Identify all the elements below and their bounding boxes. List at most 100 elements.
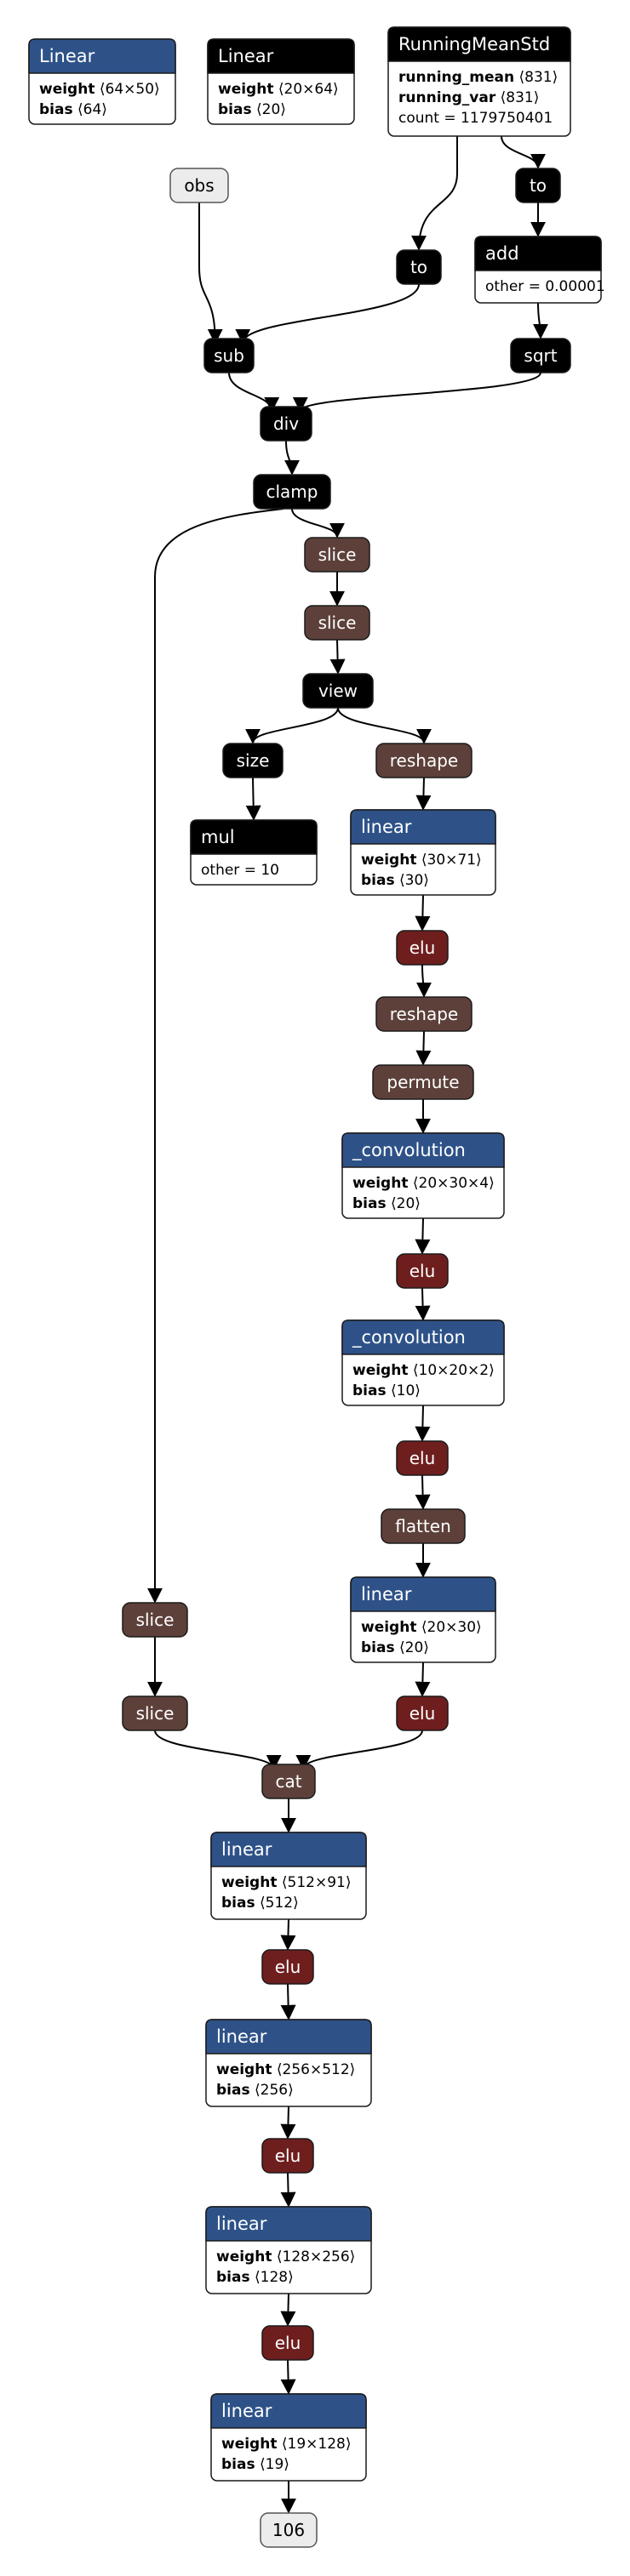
n-sub-node[interactable]: sub bbox=[203, 338, 255, 373]
node-shape bbox=[510, 338, 571, 373]
n-slice1-node[interactable]: slice bbox=[304, 537, 370, 573]
edge-n-view-to-n-size bbox=[245, 707, 339, 744]
n-div-node[interactable]: div bbox=[260, 406, 312, 442]
module-title: linear bbox=[361, 817, 412, 837]
attr-value: ⟨128⟩ bbox=[255, 2269, 294, 2286]
attr-label: weight bbox=[216, 2248, 272, 2265]
module-attr-row: bias ⟨20⟩ bbox=[361, 1639, 429, 1656]
attr-value: ⟨256×512⟩ bbox=[277, 2061, 355, 2078]
n-to1-node[interactable]: to bbox=[396, 249, 442, 285]
n-flatten-node[interactable]: flatten bbox=[381, 1508, 466, 1544]
node-label: size bbox=[237, 750, 270, 771]
n-cat-node[interactable]: cat bbox=[261, 1764, 316, 1799]
n-elu5-node[interactable]: elu bbox=[261, 1949, 314, 1985]
module-header bbox=[210, 2393, 367, 2429]
n-out-node[interactable]: 106 bbox=[260, 2512, 318, 2548]
module-attr-row: bias ⟨20⟩ bbox=[218, 101, 286, 118]
node-shape bbox=[261, 2325, 314, 2361]
node-shape bbox=[302, 673, 374, 709]
n-size-node[interactable]: size bbox=[222, 743, 284, 778]
n-elu3-node[interactable]: elu bbox=[396, 1440, 449, 1476]
n-elu6-node[interactable]: elu bbox=[261, 2138, 314, 2174]
node-shape bbox=[375, 996, 472, 1032]
edge-m-l6-to-n-elu6 bbox=[280, 2106, 296, 2140]
attr-label: bias bbox=[216, 2082, 250, 2099]
n-slice2-node[interactable]: slice bbox=[304, 605, 370, 641]
n-slice3-node[interactable]: slice bbox=[122, 1602, 188, 1638]
attr-label: running_mean bbox=[398, 69, 514, 86]
n-elu2-node[interactable]: elu bbox=[396, 1253, 449, 1289]
attr-value: ⟨831⟩ bbox=[501, 89, 540, 106]
n-obs-node[interactable]: obs bbox=[169, 168, 229, 203]
node-label: reshape bbox=[390, 1004, 458, 1024]
module-attr-row: bias ⟨64⟩ bbox=[39, 101, 107, 118]
node-label: elu bbox=[410, 1448, 436, 1468]
n-sqrt-node[interactable]: sqrt bbox=[510, 338, 571, 373]
n-elu7-node[interactable]: elu bbox=[261, 2325, 314, 2361]
edge-n-clamp-to-n-slice3 bbox=[147, 508, 284, 1604]
attr-label: bias bbox=[361, 1639, 395, 1656]
n-view-node[interactable]: view bbox=[302, 673, 374, 709]
edge-n-elu3-to-n-flatten bbox=[415, 1474, 431, 1510]
node-label: elu bbox=[410, 1703, 436, 1724]
module-attr-row: bias ⟨128⟩ bbox=[216, 2269, 294, 2286]
node-shape bbox=[515, 168, 561, 203]
node-label: div bbox=[273, 413, 299, 434]
edge-n-sqrt-to-n-div bbox=[293, 372, 541, 413]
n-permute-node[interactable]: permute bbox=[372, 1064, 474, 1100]
node-label: elu bbox=[275, 1957, 301, 1977]
module-attr-row: bias ⟨256⟩ bbox=[216, 2082, 294, 2099]
node-label: slice bbox=[136, 1610, 175, 1630]
attr-label: weight bbox=[352, 1362, 408, 1379]
module-header bbox=[350, 1576, 496, 1612]
n-elu4-node[interactable]: elu bbox=[396, 1695, 449, 1731]
attr-label: weight bbox=[221, 2436, 277, 2453]
n-reshape2-node[interactable]: reshape bbox=[375, 996, 472, 1032]
n-elu1-node[interactable]: elu bbox=[396, 930, 449, 966]
n-to2-node[interactable]: to bbox=[515, 168, 561, 203]
attr-label: bias bbox=[218, 101, 252, 118]
attr-label: weight bbox=[216, 2061, 272, 2078]
edge-n-view-to-n-reshape1 bbox=[337, 707, 432, 744]
edge-n-elu1-to-n-reshape2 bbox=[415, 964, 432, 998]
node-shape bbox=[260, 2512, 318, 2548]
node-label: cat bbox=[275, 1771, 301, 1792]
node-shape bbox=[203, 338, 255, 373]
n-slice4-node[interactable]: slice bbox=[122, 1695, 188, 1731]
n-clamp-node[interactable]: clamp bbox=[253, 474, 331, 510]
attr-label: bias bbox=[39, 101, 73, 118]
module-header bbox=[207, 38, 355, 74]
edge-m-l5-to-n-elu5 bbox=[280, 1918, 296, 1951]
module-attr-row: running_mean ⟨831⟩ bbox=[398, 69, 558, 86]
attr-value: ⟨64⟩ bbox=[77, 101, 107, 118]
attr-value: ⟨128×256⟩ bbox=[277, 2248, 355, 2265]
module-attr-row: bias ⟨512⟩ bbox=[221, 1895, 299, 1912]
attr-value: ⟨20×30⟩ bbox=[421, 1619, 482, 1636]
edge-n-sub-to-n-div bbox=[228, 372, 280, 413]
node-shape bbox=[261, 1949, 314, 1985]
module-attr-row: bias ⟨30⟩ bbox=[361, 872, 429, 889]
edges-layer bbox=[147, 135, 548, 2514]
edge-n-clamp-to-n-slice1 bbox=[291, 508, 345, 539]
edge-n-reshape1-to-m-l3 bbox=[415, 777, 432, 811]
module-attr-row: weight ⟨512×91⟩ bbox=[221, 1874, 351, 1891]
attr-label: bias bbox=[361, 872, 395, 889]
attr-value: ⟨512⟩ bbox=[260, 1895, 299, 1912]
attr-label: weight bbox=[218, 81, 273, 98]
n-reshape1-node[interactable]: reshape bbox=[375, 743, 472, 778]
attr-value: ⟨19⟩ bbox=[260, 2456, 289, 2473]
